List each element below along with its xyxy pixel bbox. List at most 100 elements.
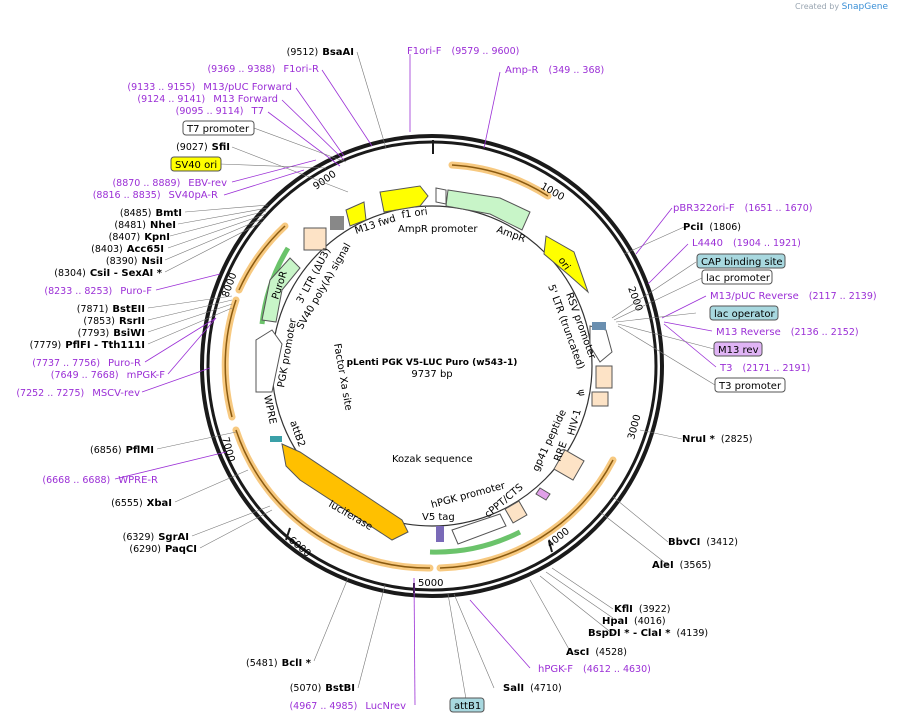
primer-m13-reverse: M13 Reverse(2136 .. 2152) — [716, 327, 859, 338]
enzyme-bstbi: (5070)BstBI — [290, 683, 355, 694]
primer-t7: (9095 .. 9114)T7 — [176, 106, 264, 117]
hpgk-promoter-feature — [451, 513, 507, 545]
enzyme-xbai: (6555)XbaI — [111, 498, 172, 509]
primer-m13puc-reverse: M13/pUC Reverse(2117 .. 2139) — [710, 291, 877, 302]
enzyme-pflmi: (6856)PflMI — [90, 445, 154, 456]
primer-mpgk-f: (7649 .. 7668)mPGK-F — [51, 370, 165, 381]
primer-leaders — [114, 54, 717, 706]
enzyme-csii-sexai: (8304)CsiI - SexAI * — [54, 268, 163, 279]
primer-l4440: L4440(1904 .. 1921) — [692, 238, 801, 249]
primer-amp-r: Amp-R(349 .. 368) — [505, 65, 604, 76]
enzyme-alei: AleI(3565) — [652, 560, 711, 571]
snapgene-logo: SnapGene — [841, 2, 888, 12]
cppt-feature — [504, 500, 528, 524]
enzyme-sali: SalI(4710) — [503, 683, 562, 694]
enzyme-bbvci: BbvCI(3412) — [668, 537, 738, 548]
primer-puro-f: (8233 .. 8253)Puro-F — [44, 286, 152, 297]
enzyme-bsaai: (9512)BsaAI — [287, 47, 354, 58]
label-psi: ψ — [575, 389, 587, 398]
ori-feature — [543, 235, 590, 294]
primer-f1ori-f: F1ori-F(9579 .. 9600) — [407, 46, 519, 57]
enzyme-acc65i: (8403)Acc65I — [91, 244, 164, 255]
m13fwd-feature — [345, 201, 367, 227]
label-f1-ori: f1 ori — [401, 206, 428, 221]
enzyme-asci: AscI(4528) — [566, 647, 627, 658]
primer-m13-forward: (9124 .. 9141)M13 Forward — [137, 94, 278, 105]
enzyme-sfii: (9027)SfiI — [176, 142, 230, 153]
sv40-ori-feature — [330, 216, 344, 230]
plasmid-size: 9737 bp — [411, 369, 452, 380]
enzyme-rsrii: (7853)RsrII — [83, 316, 145, 327]
t3-promoter-label: T3 promoter — [718, 381, 782, 392]
primer-m13puc-forward: (9133 .. 9155)M13/pUC Forward — [127, 82, 292, 93]
enzyme-paqci: (6290)PaqCI — [129, 544, 197, 555]
lac-promoter-box — [701, 269, 773, 285]
enzyme-nhei: (8481)NheI — [114, 220, 176, 231]
enzyme-sgrai: (6329)SgrAI — [123, 532, 189, 543]
band-arrows — [224, 164, 614, 569]
backbone-outer — [200, 134, 664, 598]
tick-5000: 5000 — [418, 578, 443, 589]
enzyme-bspdi-clai: BspDI * - ClaI *(4139) — [588, 628, 708, 639]
attb1-label: attB1 — [454, 701, 481, 712]
cap-binding-box — [696, 253, 786, 269]
lac-operator-box — [709, 305, 779, 321]
primer-lucnrev: (4967 .. 4985)LucNrev — [289, 701, 406, 712]
primer-mscv-rev: (7252 .. 7275)MSCV-rev — [16, 388, 140, 399]
enzyme-pcii: PciI(1806) — [683, 222, 741, 233]
enzyme-bsteii: (7871)BstEII — [77, 304, 145, 315]
plasmid-name: pLenti PGK V5-LUC Puro (w543-1) — [347, 358, 518, 368]
f1-ori-feature — [379, 185, 429, 213]
primer-wpre-r: (6668 .. 6688)WPRE-R — [42, 475, 158, 486]
m13-rev-label: M13 rev — [718, 345, 759, 356]
primer-pbr322ori-f: pBR322ori-F(1651 .. 1670) — [673, 203, 812, 214]
t7-promoter-label: T7 promoter — [186, 124, 250, 135]
enzyme-nsii: (8390)NsiI — [106, 256, 163, 267]
label-ampr-promoter: AmpR promoter — [398, 224, 478, 235]
sv40-ori-box — [170, 156, 222, 172]
pgk-promoter-feature — [255, 329, 283, 393]
primer-puro-r: (7737 .. 7756)Puro-R — [32, 358, 141, 369]
enzyme-pflfi-tth111i: (7779)PflFI - Tth111I — [30, 340, 145, 351]
ampr-feature — [445, 189, 531, 231]
3ltr-feature — [303, 227, 327, 251]
enzyme-bmti: (8485)BmtI — [120, 208, 182, 219]
enzyme-nrui: NruI *(2825) — [682, 434, 752, 445]
m13-rev-box — [713, 341, 763, 357]
green-arc-bottom — [429, 529, 522, 555]
t7-promoter-box — [182, 120, 255, 136]
snapgene-credit: Created by SnapGene — [795, 2, 888, 12]
gp41-feature — [535, 487, 551, 501]
enzyme-bsiwi: (7793)BsiWI — [78, 328, 145, 339]
luciferase-feature — [281, 443, 409, 541]
enzyme-kpni: (8407)KpnI — [109, 232, 170, 243]
label-v5: V5 tag — [422, 512, 455, 523]
label-kozak: Kozak sequence — [392, 454, 473, 465]
primer-t3: T3(2171 .. 2191) — [719, 363, 810, 374]
lac-operator-label: lac operator — [714, 309, 775, 320]
boxed-leaders — [219, 127, 716, 700]
primer-ebv-rev: (8870 .. 8889)EBV-rev — [112, 178, 227, 189]
enzyme-leaders — [147, 51, 685, 689]
puror-feature — [261, 257, 301, 323]
sv40-ori-label: SV40 ori — [175, 160, 217, 171]
psi-feature — [591, 391, 609, 407]
lac-promoter-label: lac promoter — [706, 273, 771, 284]
v5-tag-feature — [436, 526, 444, 542]
primer-f1ori-r: (9369 .. 9388)F1ori-R — [207, 64, 319, 75]
primer-hpgk-f: hPGK-F(4612 .. 4630) — [538, 664, 651, 675]
credit-prefix: Created by — [795, 2, 840, 11]
lac-cluster — [592, 322, 606, 330]
enzyme-kfli: KflI(3922) — [614, 604, 670, 615]
ampr-promoter-feature — [435, 187, 447, 205]
enzyme-hpai: HpaI(4016) — [602, 616, 666, 627]
attb1-box — [449, 697, 485, 713]
enzyme-bcli: (5481)BclI * — [246, 658, 312, 669]
attb2-feature — [270, 436, 282, 442]
cap-binding-label: CAP binding site — [701, 257, 783, 268]
rre-feature — [553, 449, 585, 481]
t3-promoter-box — [714, 377, 786, 393]
primer-sv40pa-r: (8816 .. 8835)SV40pA-R — [93, 190, 218, 201]
